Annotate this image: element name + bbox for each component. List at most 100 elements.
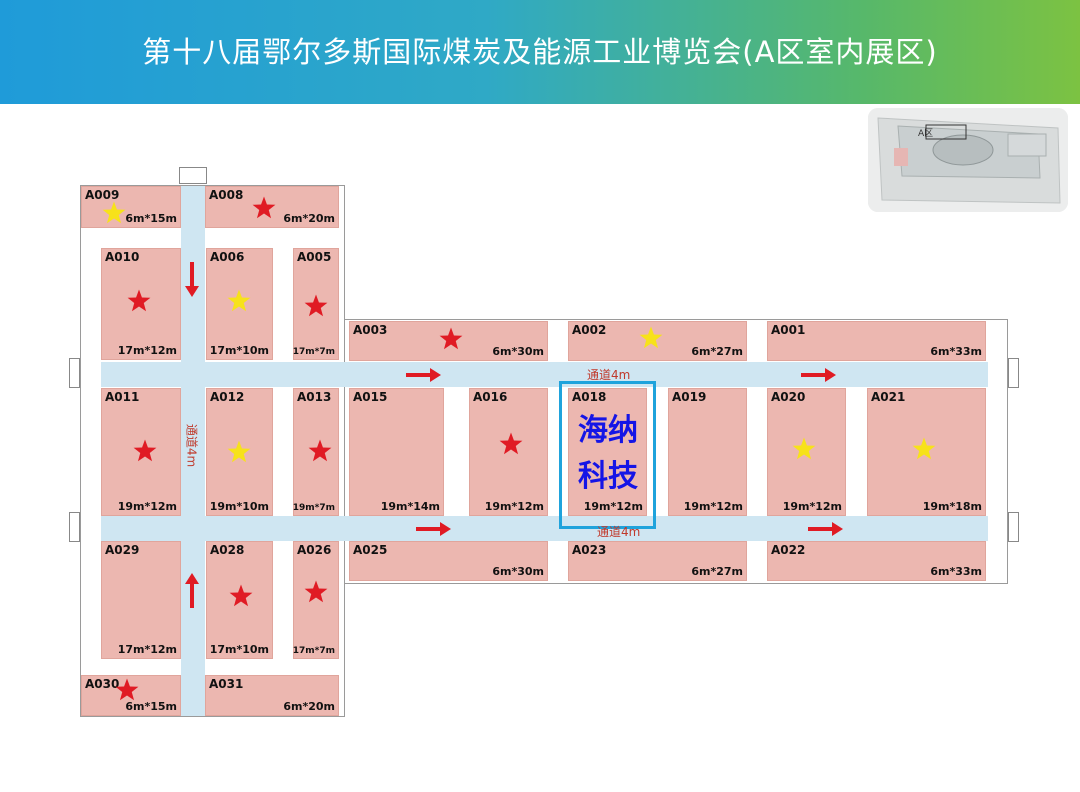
- arrow-right-icon: [416, 522, 451, 536]
- booth-a023[interactable]: A023 6m*27m: [568, 541, 747, 581]
- booth-id: A025: [353, 543, 388, 557]
- booth-a018[interactable]: A018 19m*12m: [568, 388, 647, 516]
- yellow-star-icon: [639, 326, 663, 349]
- red-star-icon: [439, 327, 463, 350]
- booth-size: 19m*12m: [782, 500, 842, 513]
- booth-size: 19m*7m: [292, 503, 335, 513]
- arrow-up-icon: [185, 573, 199, 608]
- aisle-label-bottom: 通道4m: [597, 525, 641, 539]
- yellow-star-icon: [102, 201, 126, 224]
- booth-id: A022: [771, 543, 806, 557]
- arrow-right-icon: [801, 368, 836, 382]
- booth-size: 19m*12m: [484, 500, 544, 513]
- booth-size: 19m*10m: [209, 500, 269, 513]
- booth-size: 6m*27m: [691, 565, 743, 578]
- highlight-brand-line1: 海纳: [578, 413, 638, 448]
- booth-size: 6m*30m: [492, 565, 544, 578]
- booth-size: 6m*30m: [492, 345, 544, 358]
- booth-size: 6m*20m: [283, 700, 335, 713]
- booth-id: A019: [672, 390, 707, 404]
- booth-a026[interactable]: A026 17m*7m: [293, 541, 339, 659]
- booth-id: A029: [105, 543, 140, 557]
- aisle-horizontal-top: [101, 362, 988, 387]
- booth-size: 17m*10m: [209, 643, 269, 656]
- booth-id: A016: [473, 390, 508, 404]
- booth-a001[interactable]: A001 6m*33m: [767, 321, 986, 361]
- booth-size: 17m*10m: [209, 344, 269, 357]
- booth-id: A010: [105, 250, 140, 264]
- entrance-door-icon: [1008, 512, 1019, 542]
- booth-id: A015: [353, 390, 388, 404]
- booth-id: A030: [85, 677, 120, 691]
- booth-id: A011: [105, 390, 140, 404]
- yellow-star-icon: [792, 437, 816, 460]
- booth-size: 19m*12m: [583, 500, 643, 513]
- booth-size: 6m*15m: [125, 700, 177, 713]
- entrance-door-icon: [69, 512, 80, 542]
- booth-size: 6m*20m: [283, 212, 335, 225]
- entrance-door-icon: [1008, 358, 1019, 388]
- booth-a029[interactable]: A029 17m*12m: [101, 541, 181, 659]
- red-star-icon: [229, 584, 253, 607]
- red-star-icon: [304, 580, 328, 603]
- booth-size: 17m*12m: [117, 344, 177, 357]
- entrance-door-icon: [69, 358, 80, 388]
- booth-id: A005: [297, 250, 332, 264]
- booth-a019[interactable]: A019 19m*12m: [668, 388, 747, 516]
- page-title: 第十八届鄂尔多斯国际煤炭及能源工业博览会(A区室内展区): [142, 35, 938, 69]
- booth-size: 19m*18m: [922, 500, 982, 513]
- red-star-icon: [127, 289, 151, 312]
- arrow-right-icon: [406, 368, 441, 382]
- booth-a030[interactable]: A030 6m*15m: [81, 675, 181, 716]
- booth-size: 6m*27m: [691, 345, 743, 358]
- booth-a016[interactable]: A016 19m*12m: [469, 388, 548, 516]
- booth-id: A031: [209, 677, 244, 691]
- booth-id: A028: [210, 543, 245, 557]
- booth-id: A018: [572, 390, 607, 404]
- booth-id: A001: [771, 323, 806, 337]
- yellow-star-icon: [912, 437, 936, 460]
- red-star-icon: [252, 196, 276, 219]
- red-star-icon: [499, 432, 523, 455]
- booth-size: 6m*33m: [930, 345, 982, 358]
- booth-size: 6m*33m: [930, 565, 982, 578]
- booth-a031[interactable]: A031 6m*20m: [205, 675, 339, 716]
- booth-size: 17m*12m: [117, 643, 177, 656]
- booth-id: A013: [297, 390, 332, 404]
- booth-size: 17m*7m: [292, 347, 335, 357]
- booth-size: 17m*7m: [292, 646, 335, 656]
- highlight-brand-line2: 科技: [578, 459, 638, 494]
- booth-a022[interactable]: A022 6m*33m: [767, 541, 986, 581]
- red-star-icon: [304, 294, 328, 317]
- arrow-right-icon: [808, 522, 843, 536]
- yellow-star-icon: [227, 440, 251, 463]
- booth-size: 19m*12m: [117, 500, 177, 513]
- booth-id: A021: [871, 390, 906, 404]
- booth-id: A002: [572, 323, 607, 337]
- booth-size: 19m*14m: [380, 500, 440, 513]
- booth-a025[interactable]: A025 6m*30m: [349, 541, 548, 581]
- booth-a015[interactable]: A015 19m*14m: [349, 388, 444, 516]
- red-star-icon: [133, 439, 157, 462]
- minimap: [868, 108, 1068, 212]
- aisle-horizontal-bottom: [101, 516, 988, 541]
- red-star-icon: [308, 439, 332, 462]
- minimap-drawing: [868, 108, 1068, 212]
- arrow-down-icon: [185, 262, 199, 297]
- entrance-door-icon: [179, 167, 207, 184]
- booth-id: A003: [353, 323, 388, 337]
- booth-id: A026: [297, 543, 332, 557]
- aisle-label-vertical: 通道4m: [184, 423, 199, 468]
- booth-size: 19m*12m: [683, 500, 743, 513]
- header-banner: [0, 0, 1080, 104]
- minimap-label: A区: [918, 129, 934, 139]
- red-star-icon: [115, 678, 139, 701]
- booth-id: A023: [572, 543, 607, 557]
- yellow-star-icon: [227, 289, 251, 312]
- booth-id: A020: [771, 390, 806, 404]
- booth-id: A008: [209, 188, 244, 202]
- booth-a002[interactable]: A002 6m*27m: [568, 321, 747, 361]
- aisle-label-top: 通道4m: [587, 368, 631, 382]
- booth-id: A009: [85, 188, 120, 202]
